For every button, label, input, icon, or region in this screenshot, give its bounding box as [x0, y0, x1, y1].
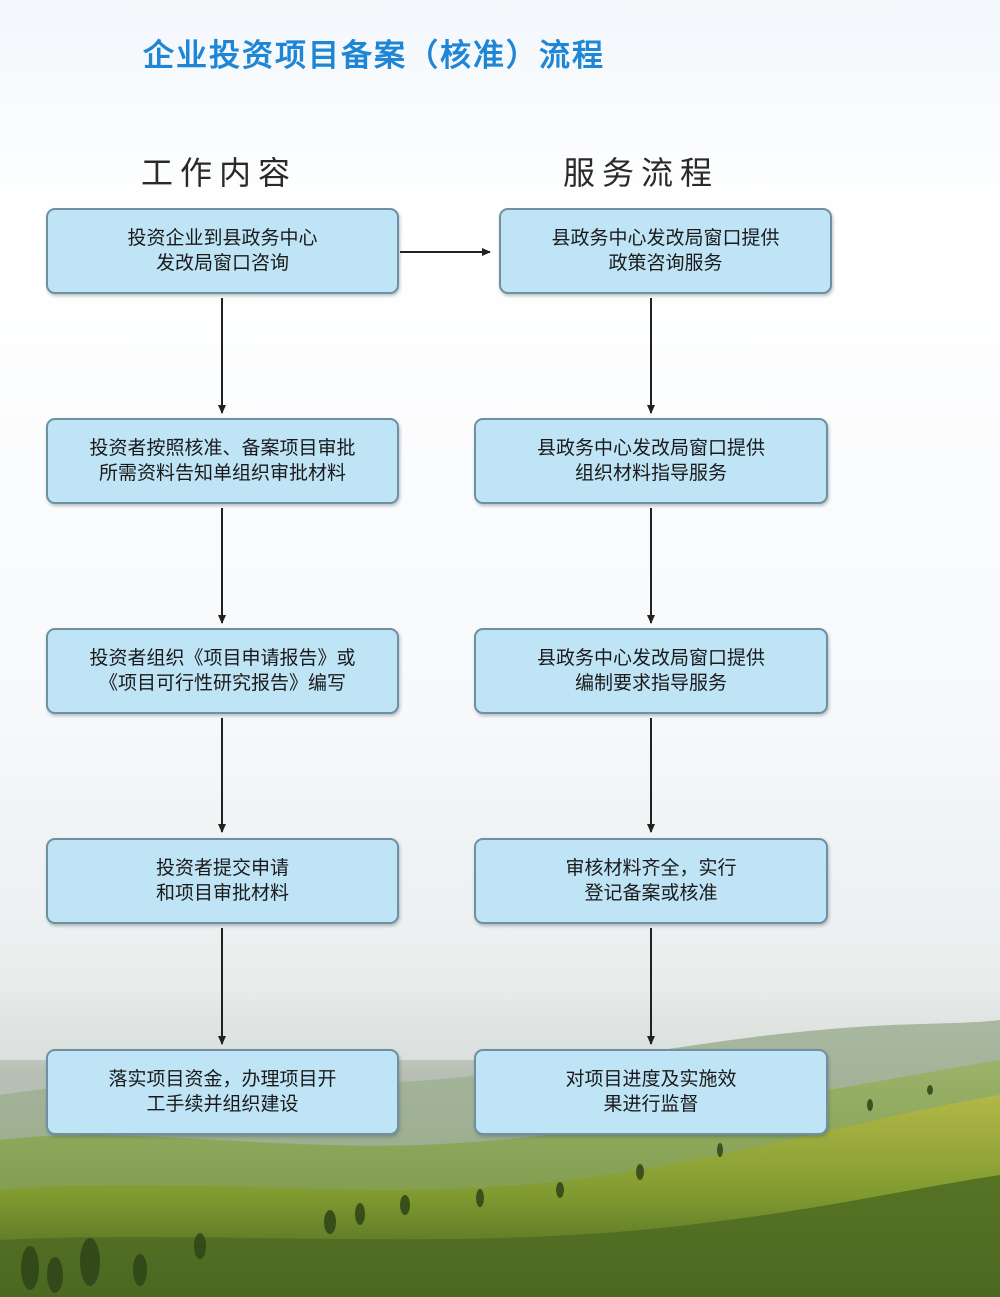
step-text-line: 对项目进度及实施效 — [565, 1068, 737, 1090]
step-text-line: 县政务中心发改局窗口提供 — [536, 647, 765, 669]
page-title: 企业投资项目备案（核准）流程 — [143, 38, 605, 74]
step-text-line: 落实项目资金，办理项目开 — [108, 1068, 337, 1090]
left-step-1: 投资企业到县政务中心 发改局窗口咨询 — [46, 208, 399, 294]
step-text-line: 审核材料齐全，实行 — [565, 857, 737, 879]
step-text-line: 投资企业到县政务中心 — [127, 227, 318, 249]
step-text-line: 县政务中心发改局窗口提供 — [536, 437, 765, 459]
left-step-2: 投资者按照核准、备案项目审批 所需资料告知单组织审批材料 — [46, 418, 399, 504]
right-step-1: 县政务中心发改局窗口提供 政策咨询服务 — [499, 208, 832, 294]
left-step-4: 投资者提交申请 和项目审批材料 — [46, 838, 399, 924]
step-text-line: 所需资料告知单组织审批材料 — [98, 462, 346, 484]
step-text-line: 编制要求指导服务 — [574, 672, 727, 694]
right-step-3: 县政务中心发改局窗口提供 编制要求指导服务 — [474, 628, 828, 714]
step-text-line: 《项目可行性研究报告》编写 — [98, 672, 346, 694]
column-header-service-process: 服务流程 — [563, 154, 720, 192]
right-step-5: 对项目进度及实施效 果进行监督 — [474, 1049, 828, 1135]
step-text-line: 发改局窗口咨询 — [155, 252, 289, 274]
step-text-line: 和项目审批材料 — [155, 882, 289, 904]
right-step-4: 审核材料齐全，实行 登记备案或核准 — [474, 838, 828, 924]
right-step-2: 县政务中心发改局窗口提供 组织材料指导服务 — [474, 418, 828, 504]
step-text-line: 县政务中心发改局窗口提供 — [551, 227, 780, 249]
step-text-line: 政策咨询服务 — [608, 252, 723, 274]
step-text-line: 工手续并组织建设 — [146, 1093, 299, 1115]
step-text-line: 投资者按照核准、备案项目审批 — [89, 437, 356, 459]
step-text-line: 果进行监督 — [603, 1093, 699, 1115]
step-text-line: 投资者提交申请 — [155, 857, 289, 879]
column-header-work-content: 工作内容 — [141, 154, 298, 192]
step-text-line: 组织材料指导服务 — [574, 462, 727, 484]
left-step-5: 落实项目资金，办理项目开 工手续并组织建设 — [46, 1049, 399, 1135]
step-text-line: 投资者组织《项目申请报告》或 — [89, 647, 356, 669]
step-text-line: 登记备案或核准 — [584, 882, 718, 904]
left-step-3: 投资者组织《项目申请报告》或 《项目可行性研究报告》编写 — [46, 628, 399, 714]
